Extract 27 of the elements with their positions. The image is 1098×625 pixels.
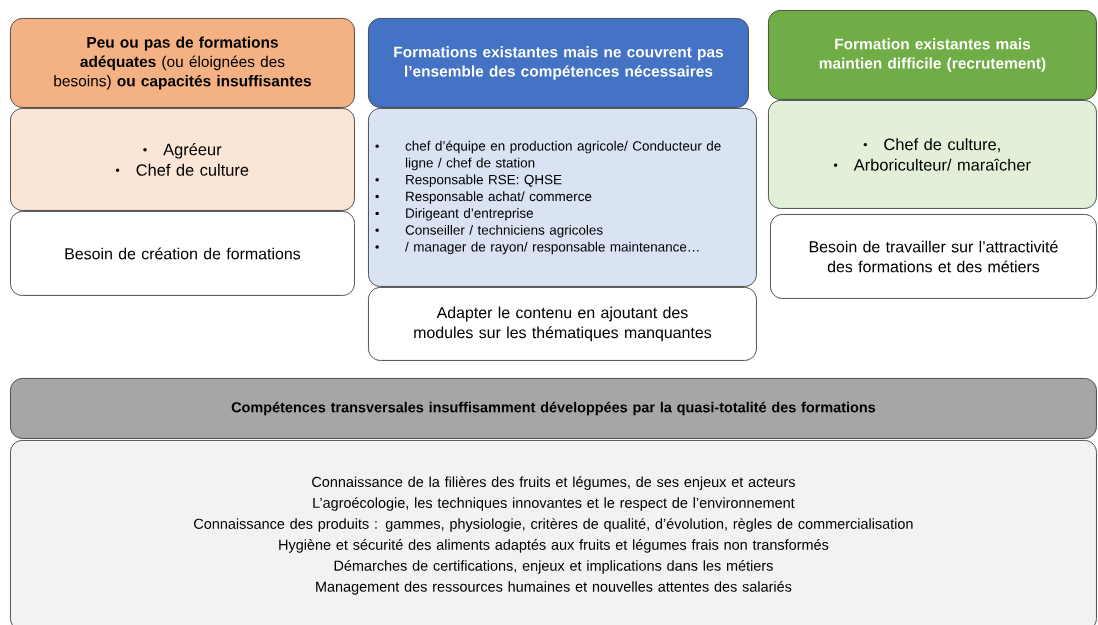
note-box: Adapter le contenu en ajoutant des modules sur les thématiques manquantes [368, 287, 757, 361]
header-box: Formation existantes mais maintien difficile (recrutement) [768, 10, 1097, 100]
header-box: Compétences transversales insuffisamment développées par la quasi-totalité des formations [10, 378, 1097, 439]
text-line: Management des ressources humaines et nouvelles attentes des salariés [316, 581, 792, 595]
list-item: Dirigeant d’entreprise [375, 208, 533, 221]
text-line: Démarches de certifications, enjeux et implications dans les métiers [334, 560, 773, 574]
list-box [10, 440, 1097, 625]
list-item: Responsable achat/ commerce [375, 191, 592, 204]
note-box: Besoin de création de formations [10, 211, 355, 296]
list-item: Responsable RSE: QHSE [375, 174, 562, 187]
note-box: Besoin de travailler sur l’attractivité des formations et des métiers [770, 214, 1097, 299]
list-box [768, 100, 1097, 209]
text-line: Connaissance des produits : gammes, physiologie, critères de qualité, d’évolution, règles de commercialisation [194, 518, 913, 532]
list-box [10, 108, 355, 211]
list-item: Chef de culture [115, 163, 249, 176]
list-item: Arboriculteur/ maraîcher [833, 158, 1031, 171]
list-box [368, 108, 757, 287]
list-item: / manager de rayon/ responsable maintenance… [375, 241, 699, 255]
header-box: Formations existantes mais ne couvrent pas l’ensemble des compétences nécessaires [368, 18, 749, 108]
text-line: Connaissance de la filières des fruits et légumes, de ses enjeux et acteurs [312, 476, 795, 490]
text-line: Hygiène et sécurité des aliments adaptés aux fruits et légumes frais non transformés [279, 539, 829, 553]
list-item: Agréeur [143, 143, 222, 159]
list-item: Chef de culture, [863, 138, 1000, 153]
header-box: Peu ou pas de formations adéquates (ou éloignées des besoins) ou capacités insuffisantes [10, 18, 355, 108]
list-item: chef d’équipe en production agricole/ Conducteur de ligne / chef de station [375, 140, 721, 171]
list-item: Conseiller / techniciens agricoles [375, 224, 603, 238]
text-line: L’agroécologie, les techniques innovantes et le respect de l’environnement [313, 497, 795, 511]
